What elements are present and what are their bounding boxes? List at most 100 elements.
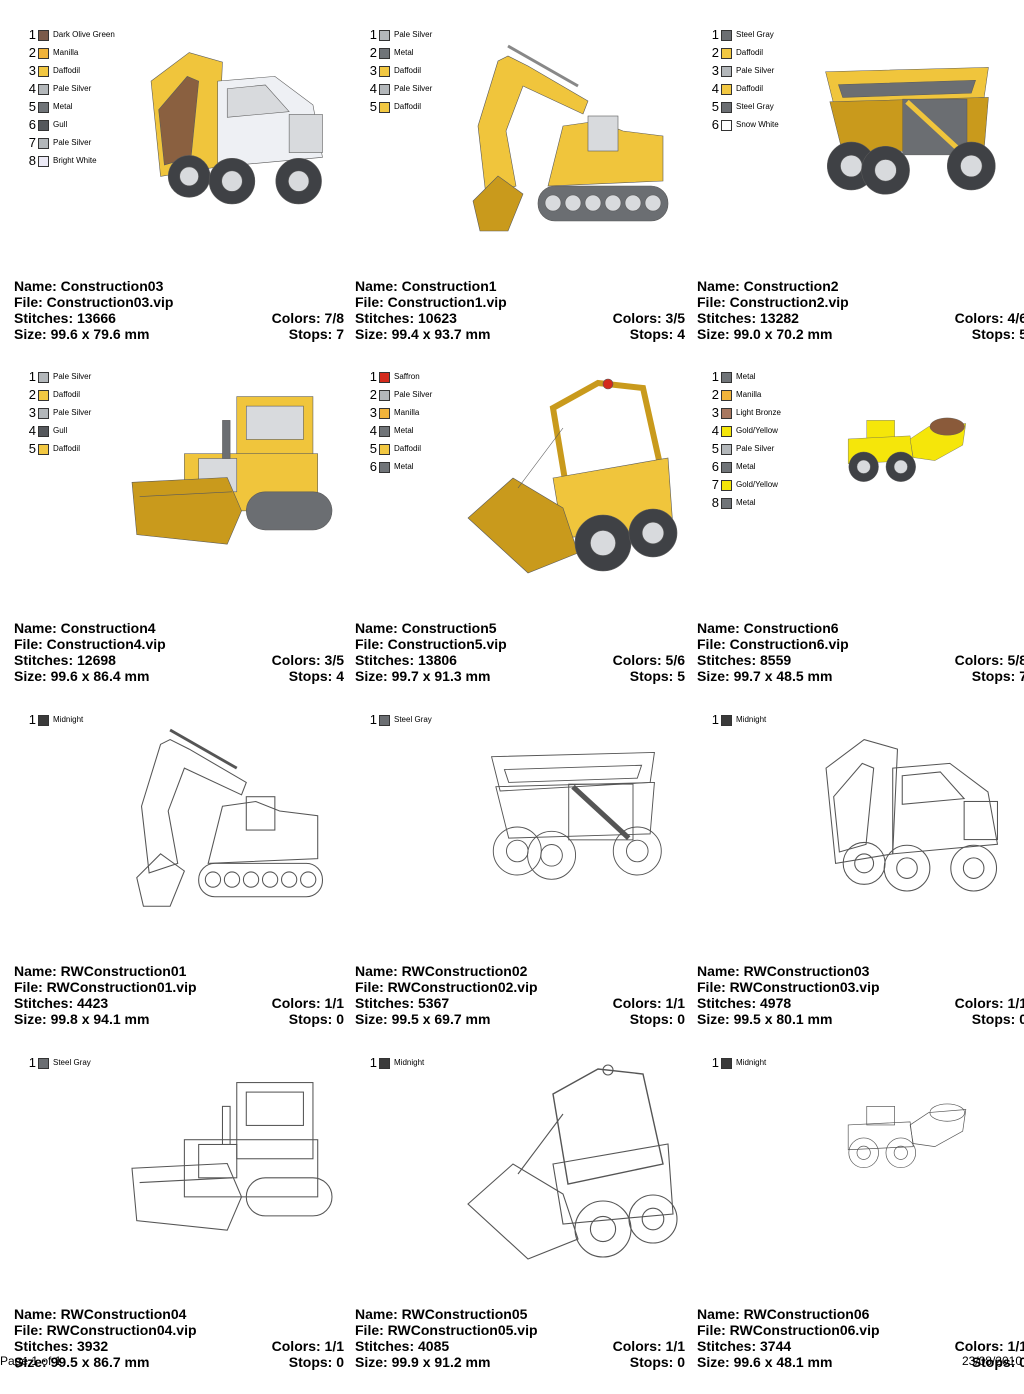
thread-name: Pale Silver [394, 84, 433, 93]
color-count: Colors: 1/1 [954, 1338, 1024, 1354]
thread-swatch [721, 497, 732, 509]
color-count: Colors: 3/5 [612, 310, 685, 326]
thread-swatch [38, 29, 49, 41]
design-size: Size: 99.6 x 48.1 mm [697, 1354, 833, 1370]
palette-entry: 4 Pale Silver [363, 80, 432, 98]
thread-name: Midnight [736, 1058, 767, 1067]
design-name: Name: Construction6 [697, 620, 839, 636]
thread-name: Steel Gray [394, 715, 432, 724]
color-count: Colors: 1/1 [612, 995, 685, 1011]
thread-swatch [38, 389, 49, 401]
thread-name: Steel Gray [53, 1058, 91, 1067]
design-size: Size: 99.9 x 91.2 mm [355, 1354, 491, 1370]
thread-name: Daffodil [53, 390, 80, 399]
thread-number: 5 [28, 441, 36, 456]
thread-name: Pale Silver [736, 66, 775, 75]
thread-swatch [379, 29, 390, 41]
thread-number: 3 [28, 405, 36, 420]
stitch-count: Stitches: 3744 [697, 1338, 792, 1354]
thread-name: Pale Silver [53, 408, 92, 417]
thread-number: 4 [369, 81, 377, 96]
color-count: Colors: 1/1 [612, 1338, 685, 1354]
design-name: Name: RWConstruction03 [697, 963, 870, 979]
thread-swatch [38, 119, 49, 131]
stitch-count: Stitches: 4978 [697, 995, 792, 1011]
thread-name: Daffodil [394, 444, 421, 453]
design-name: Name: Construction4 [14, 620, 156, 636]
thread-swatch [379, 425, 390, 437]
thread-name: Manilla [53, 48, 79, 57]
design-name: Name: RWConstruction02 [355, 963, 528, 979]
thread-name: Midnight [53, 715, 84, 724]
thread-name: Pale Silver [53, 138, 92, 147]
thread-swatch [721, 29, 732, 41]
design-name: Name: Construction2 [697, 278, 839, 294]
thread-number: 2 [711, 387, 719, 402]
palette-entry: 1 Midnight [22, 711, 83, 729]
thread-swatch [721, 101, 732, 113]
design-preview-image [463, 1054, 683, 1269]
thread-swatch [721, 47, 732, 59]
thread-name: Bright White [53, 156, 97, 165]
thread-name: Metal [736, 498, 756, 507]
stop-count: Stops: 4 [629, 326, 685, 342]
thread-number: 2 [28, 387, 36, 402]
thread-swatch [379, 65, 390, 77]
design-name: Name: RWConstruction01 [14, 963, 187, 979]
thread-name: Pale Silver [53, 372, 92, 381]
thread-number: 2 [28, 45, 36, 60]
design-preview-image [463, 26, 683, 241]
thread-number: 6 [711, 459, 719, 474]
thread-swatch [721, 389, 732, 401]
thread-name: Metal [394, 462, 414, 471]
thread-swatch [38, 407, 49, 419]
thread-swatch [379, 101, 390, 113]
thread-name: Metal [394, 48, 414, 57]
color-palette: 1 Midnight [22, 711, 83, 729]
thread-number: 1 [28, 712, 36, 727]
design-file: File: RWConstruction02.vip [355, 979, 538, 995]
print-date: 23/08/2010 [961, 1354, 1022, 1368]
thread-swatch [379, 83, 390, 95]
stop-count: Stops: 7 [288, 326, 344, 342]
thread-number: 1 [369, 712, 377, 727]
color-palette: 1 Steel Gray [363, 711, 432, 729]
design-preview-image [122, 24, 342, 229]
thread-number: 1 [369, 369, 377, 384]
design-size: Size: 99.7 x 48.5 mm [697, 668, 833, 684]
color-count: Colors: 1/1 [954, 995, 1024, 1011]
stitch-count: Stitches: 4423 [14, 995, 109, 1011]
thread-swatch [38, 371, 49, 383]
stop-count: Stops: 7 [971, 668, 1024, 684]
stitch-count: Stitches: 10623 [355, 310, 457, 326]
stitch-count: Stitches: 13282 [697, 310, 799, 326]
thread-swatch [721, 371, 732, 383]
thread-number: 7 [711, 477, 719, 492]
thread-swatch [38, 47, 49, 59]
stop-count: Stops: 5 [971, 326, 1024, 342]
design-preview-image [463, 731, 683, 916]
thread-number: 3 [369, 405, 377, 420]
design-file: File: RWConstruction04.vip [14, 1322, 197, 1338]
thread-swatch [379, 714, 390, 726]
design-size: Size: 99.6 x 86.4 mm [14, 668, 150, 684]
thread-swatch [379, 461, 390, 473]
thread-number: 4 [711, 423, 719, 438]
